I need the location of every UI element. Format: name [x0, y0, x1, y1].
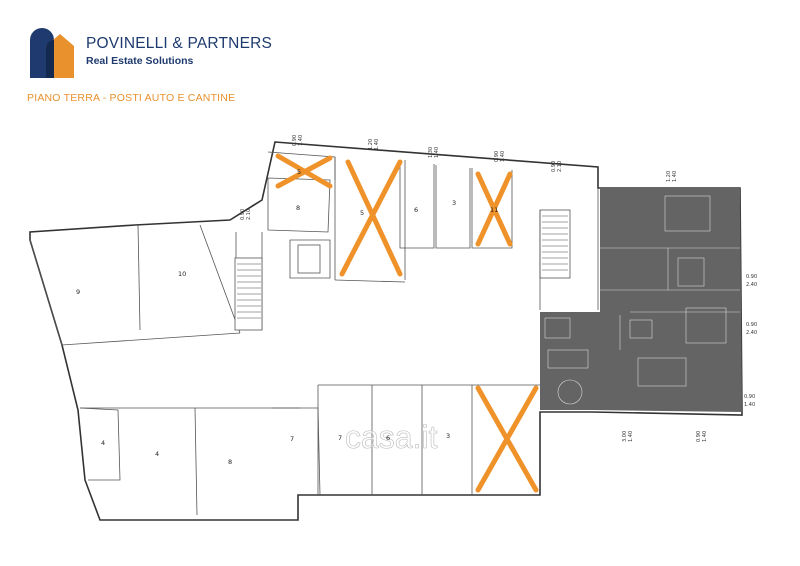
- watermark-text: casa.it: [345, 419, 438, 455]
- dimension-top: 3.00: [622, 431, 628, 442]
- house-logo-icon: [30, 28, 74, 78]
- unavailable-marks: [275, 153, 539, 493]
- brand-name: POVINELLI & PARTNERS: [86, 35, 273, 52]
- staircase-left: [237, 263, 261, 319]
- brand-header: POVINELLI & PARTNERS Real Estate Solutio…: [26, 26, 326, 86]
- dimension-top: 0.90: [696, 431, 702, 442]
- dimension-top: 0.90: [744, 394, 755, 400]
- dimension-top: 0.90: [240, 209, 246, 220]
- room-label: 4: [155, 450, 159, 458]
- dimension-top: 0.90: [746, 274, 757, 280]
- dimension-top: 0.90: [746, 322, 757, 328]
- room-label: 6: [414, 206, 418, 214]
- dimension-top: 1.30: [428, 147, 434, 158]
- apartment-area: [540, 188, 742, 412]
- dimension-bottom: 1.40: [374, 139, 380, 150]
- room-label: 5: [360, 209, 364, 217]
- dimension-bottom: 1.40: [744, 402, 755, 408]
- room-label: 7: [338, 434, 342, 442]
- room-label: 6: [386, 434, 390, 442]
- dimension-bottom: 2.10: [557, 161, 563, 172]
- room-label: 11: [490, 206, 498, 214]
- dimension-top: 1.20: [666, 171, 672, 182]
- dimension-top: 0.90: [551, 161, 557, 172]
- dimension-bottom: 1.40: [628, 431, 634, 442]
- dimension-bottom: 1.40: [298, 135, 304, 146]
- staircase-right: [542, 215, 568, 271]
- dimension-bottom: 2.40: [746, 282, 757, 288]
- room-label: 3: [452, 199, 456, 207]
- room-label: 8: [228, 458, 232, 466]
- room-labels: 5 8 5 6 3 11 9 10 4 4 8 7 7 6 3: [76, 168, 498, 466]
- room-label: 10: [178, 270, 186, 278]
- dimension-bottom: 1.40: [500, 151, 506, 162]
- room-label: 7: [290, 435, 294, 443]
- room-label: 9: [76, 288, 80, 296]
- dimension-top: 0.90: [292, 135, 298, 146]
- dimension-labels: 0.90 1.40 1.20 1.40 1.30 1.40 0.90 1.40 …: [240, 135, 757, 442]
- room-label: 5: [297, 168, 301, 176]
- room-label: 3: [446, 432, 450, 440]
- dimension-bottom: 1.40: [434, 147, 440, 158]
- brand-tagline: Real Estate Solutions: [86, 55, 194, 67]
- dimension-bottom: 1.40: [702, 431, 708, 442]
- dimension-bottom: 2.10: [246, 209, 252, 220]
- dimension-bottom: 2.40: [746, 330, 757, 336]
- dimension-top: 1.20: [368, 139, 374, 150]
- dimension-top: 0.90: [494, 151, 500, 162]
- dimension-bottom: 1.40: [672, 171, 678, 182]
- room-label: 4: [101, 439, 105, 447]
- room-label: 8: [296, 204, 300, 212]
- plan-title: PIANO TERRA - POSTI AUTO E CANTINE: [27, 92, 236, 104]
